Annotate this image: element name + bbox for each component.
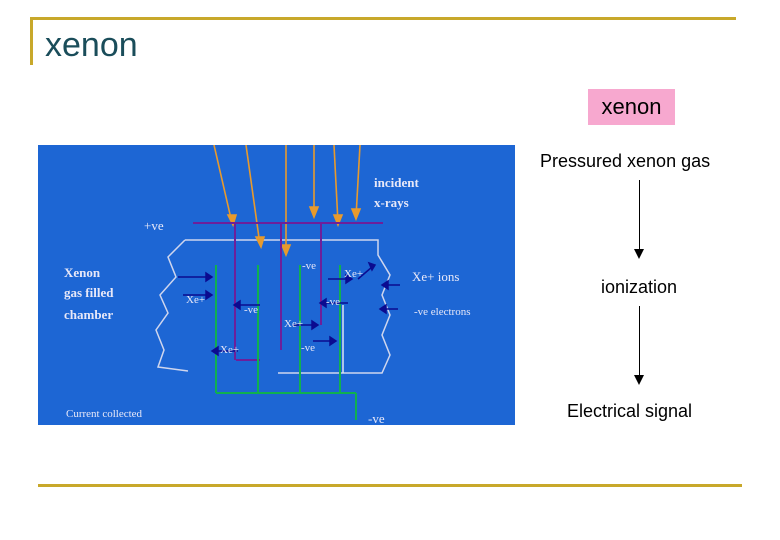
slide-title: xenon	[45, 26, 138, 64]
label-xe-ions: Xe+ ions	[412, 269, 459, 284]
charge-arrows	[178, 261, 400, 357]
label-ve-3: -ve	[244, 304, 258, 316]
label-xe-plus-4: Xe+	[220, 344, 239, 356]
anode-electrode	[215, 265, 357, 420]
flow-arrow-2-head	[634, 375, 644, 385]
label-ve-4: -ve	[301, 342, 315, 354]
flow-step-electrical-signal: Electrical signal	[567, 401, 693, 421]
frame-bottom-border	[38, 484, 742, 487]
label-ve-electrons: -ve electrons	[414, 306, 471, 318]
flow-arrow-1-line	[639, 180, 640, 250]
flow-arrow-2-line	[639, 306, 640, 376]
label-current-collected: Current collected	[66, 408, 143, 420]
label-xrays: x-rays	[374, 195, 409, 210]
label-xenon: Xenon	[64, 265, 101, 280]
label-plus-ve: +ve	[144, 218, 164, 233]
label-incident: incident	[374, 175, 419, 190]
xray-beams	[213, 145, 362, 258]
label-ve-2: -ve	[326, 296, 340, 308]
label-xe-plus-3: Xe+	[284, 318, 303, 330]
label-chamber: chamber	[64, 307, 113, 322]
label-minus-ve-bottom: -ve	[368, 411, 385, 425]
cathode-electrode	[193, 222, 383, 361]
flow-step-ionization: ionization	[601, 277, 678, 297]
label-gas-filled: gas filled	[64, 285, 114, 300]
label-xe-plus-1: Xe+	[344, 268, 363, 280]
flow-arrow-1-head	[634, 249, 644, 259]
diagram-background	[38, 145, 515, 425]
label-xe-plus-2: Xe+	[186, 294, 205, 306]
xenon-tag: xenon	[588, 89, 675, 125]
frame-top-border	[30, 17, 736, 20]
label-ve-1: -ve	[302, 260, 316, 272]
flow-step-pressured-gas: Pressured xenon gas	[540, 151, 711, 171]
frame-left-border	[30, 17, 33, 65]
chamber-wall-left	[155, 239, 189, 372]
xenon-chamber-diagram: incident x-rays Xenon gas filled chamber…	[38, 145, 515, 425]
